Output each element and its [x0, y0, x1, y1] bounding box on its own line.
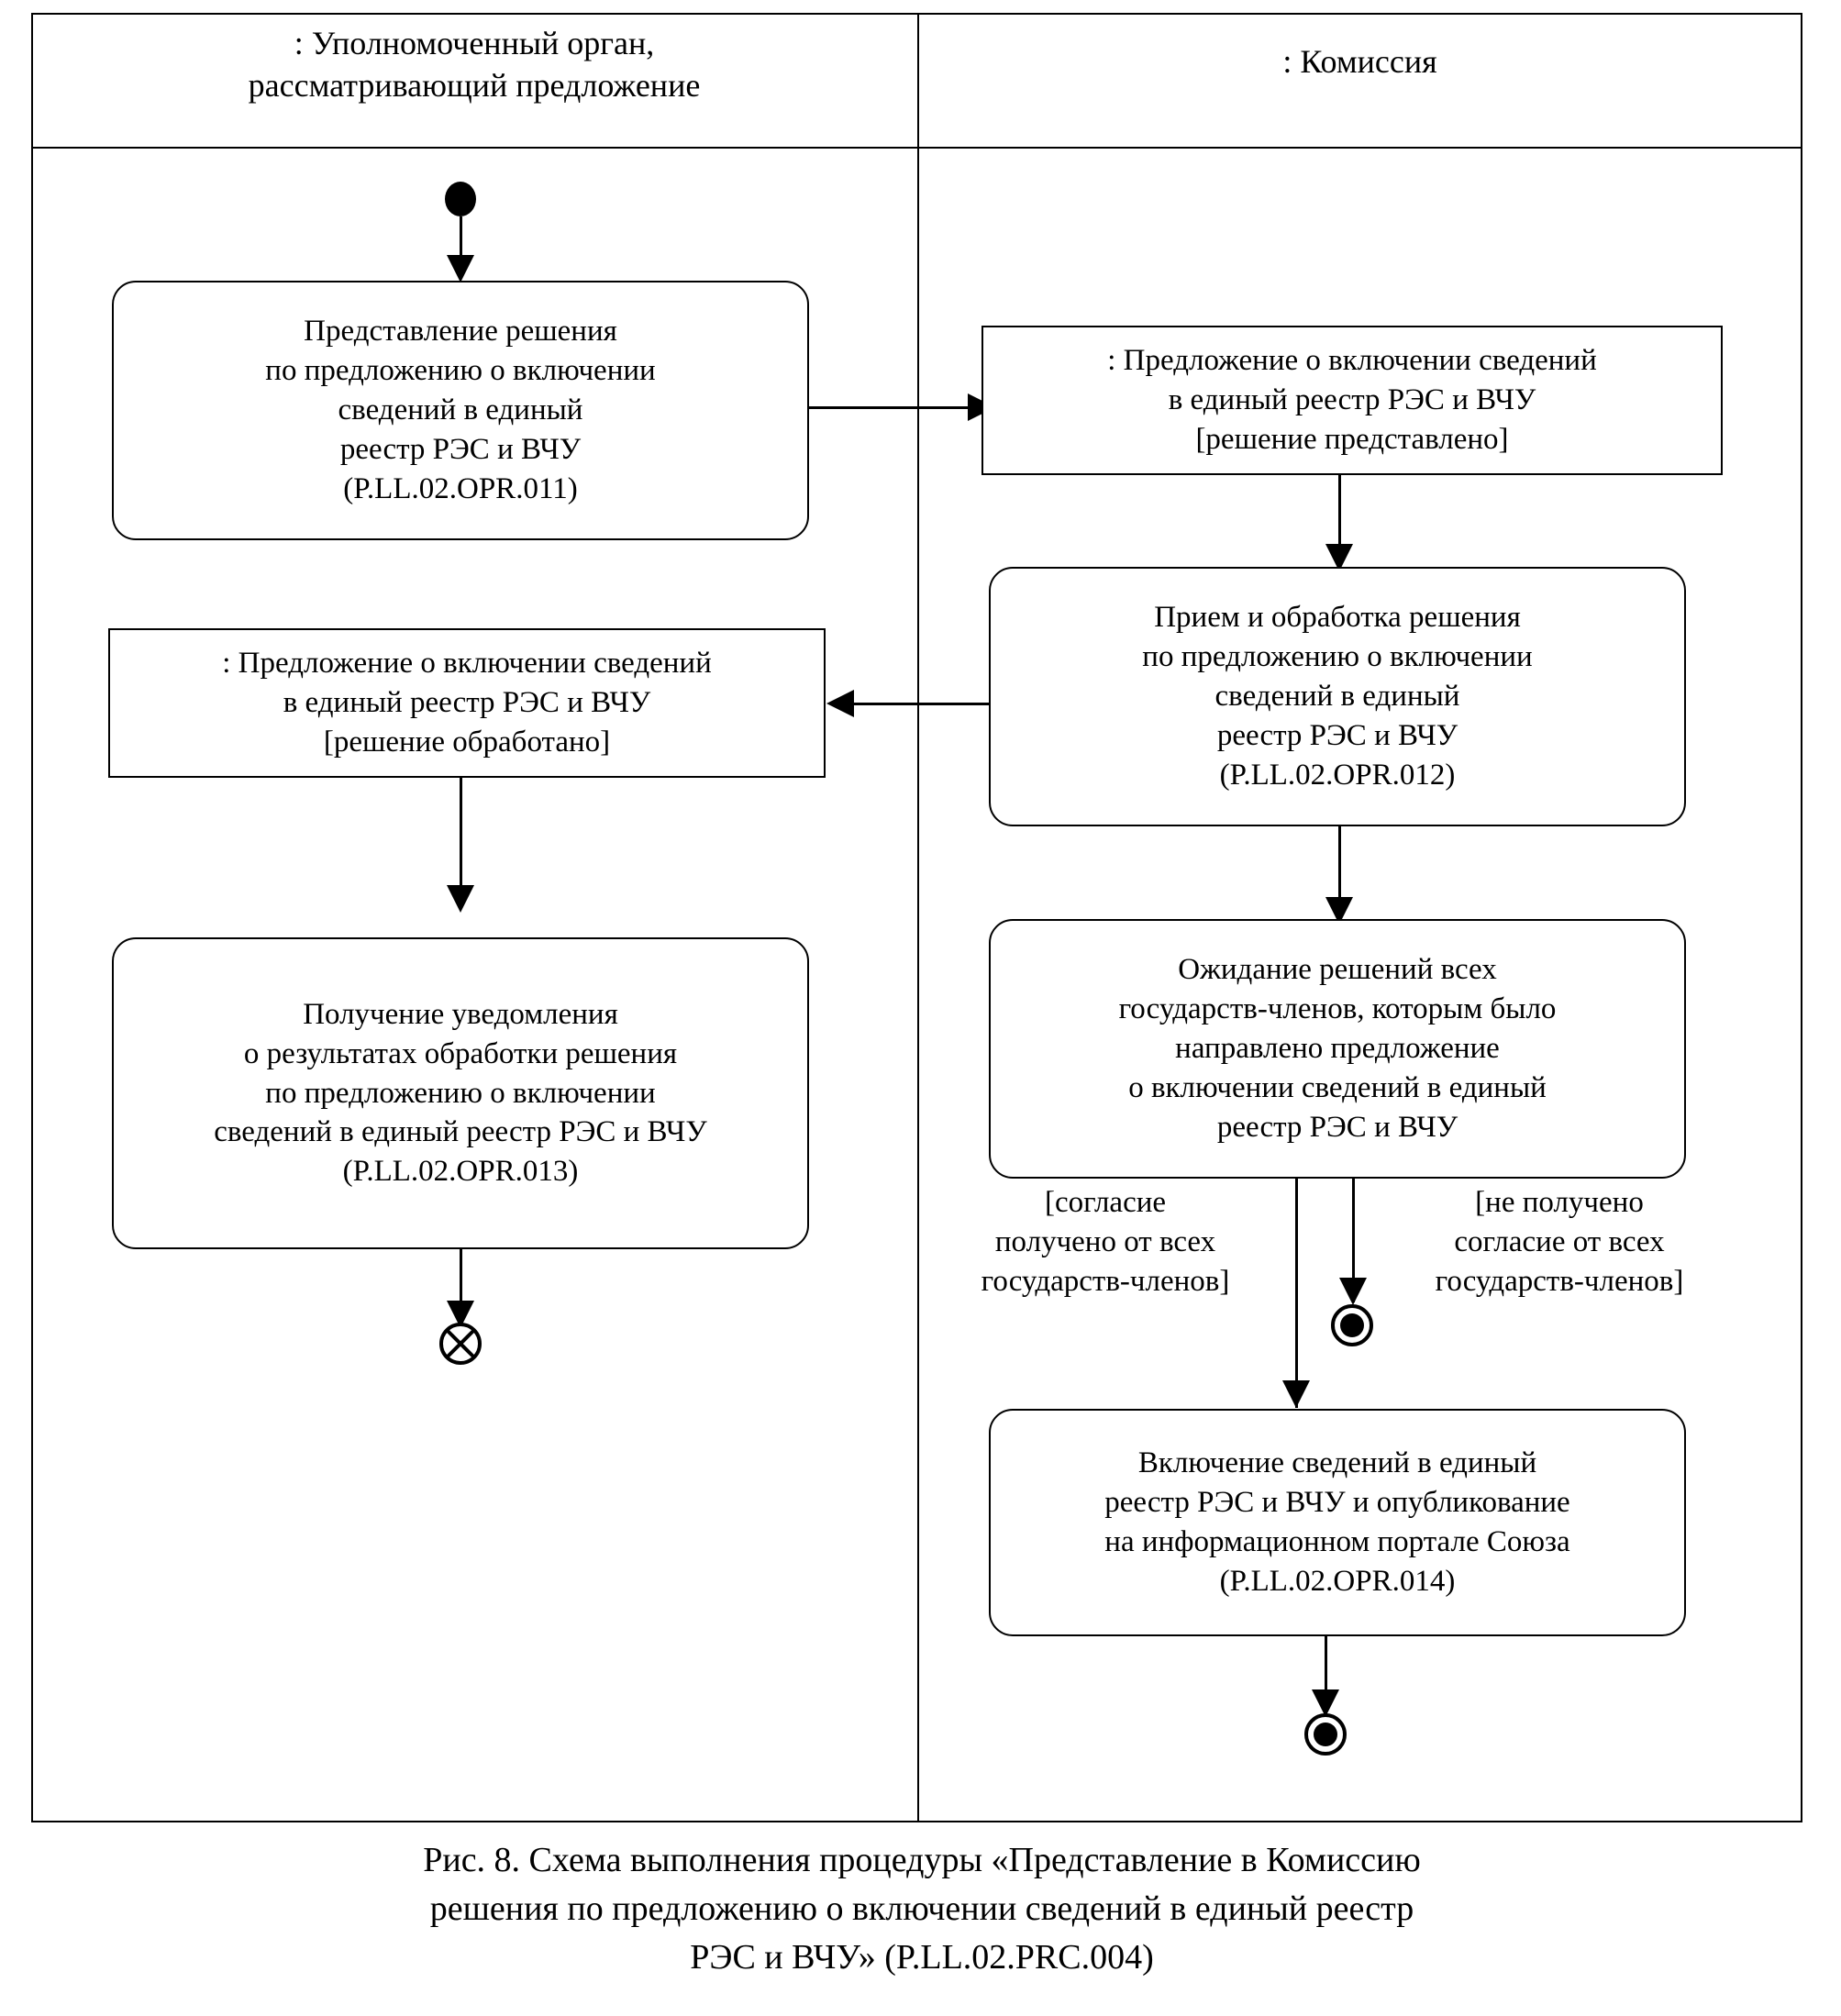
edge-action012-to-wait [1338, 826, 1341, 909]
object-node-decision-submitted[interactable]: : Предложение о включении сведений в еди… [981, 326, 1723, 475]
lane-divider [917, 13, 919, 1822]
lane-header-separator [31, 147, 1802, 149]
edge-object-submitted-to-action012 [1338, 475, 1341, 556]
edge-action014-to-final [1325, 1636, 1327, 1702]
object-node-decision-processed[interactable]: : Предложение о включении сведений в еди… [108, 628, 826, 778]
lane-title-commission: : Комиссия [1282, 43, 1437, 80]
arrowhead-wait-to-final-reject [1339, 1278, 1367, 1305]
edge-action013-to-flow-final [460, 1249, 462, 1313]
lane-title-authority: : Уполномоченный орган, рассматривающий … [248, 25, 701, 105]
flow-final-node [439, 1323, 482, 1365]
action-opr-011[interactable]: Представление решения по предложению о в… [112, 281, 809, 540]
edge-object-processed-to-action013 [460, 778, 462, 897]
edge-start-to-action011 [460, 216, 462, 271]
action-opr-013[interactable]: Получение уведомления о результатах обра… [112, 937, 809, 1249]
guard-consent-not-received-from-all: [не получено согласие от всех государств… [1435, 1186, 1684, 1298]
initial-node [445, 182, 476, 216]
activity-final-node-reject [1331, 1304, 1373, 1346]
edge-wait-to-action014 [1295, 1179, 1298, 1408]
figure-caption: Рис. 8. Схема выполнения процедуры «Пред… [423, 1841, 1421, 1977]
edge-wait-to-final-reject [1352, 1179, 1355, 1302]
arrowhead-action014-to-final [1312, 1689, 1339, 1717]
edge-action011-to-object-submitted [809, 406, 972, 409]
action-opr-014[interactable]: Включение сведений в единый реестр РЭС и… [989, 1409, 1686, 1636]
action-wait-member-state-decisions[interactable]: Ожидание решений всех государств-членов,… [989, 919, 1686, 1179]
arrowhead-action012-to-object-processed [826, 690, 854, 717]
arrowhead-wait-to-action014 [1282, 1380, 1310, 1408]
swimlane-frame [31, 13, 1802, 1822]
action-opr-012[interactable]: Прием и обработка решения по предложению… [989, 567, 1686, 826]
activity-final-node-success [1304, 1713, 1347, 1756]
edge-action012-to-object-processed [853, 703, 991, 705]
guard-consent-received-from-all: [согласие получено от всех государств-чл… [981, 1186, 1230, 1298]
arrowhead-start-to-action011 [447, 255, 474, 282]
arrowhead-object-processed-to-action013 [447, 885, 474, 913]
